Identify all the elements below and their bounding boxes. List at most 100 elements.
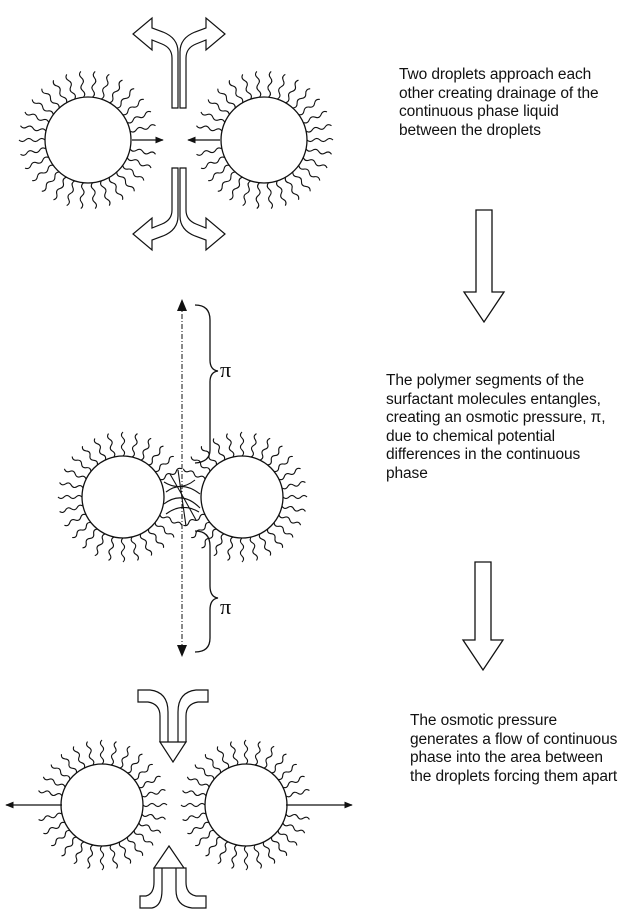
droplet-right-3 [205,764,287,846]
surfactant-chain [80,71,85,97]
surfactant-chain [74,842,84,864]
surfactant-chain [240,432,243,456]
brace-bottom [195,531,218,652]
surfactant-chain [229,80,242,103]
pressure-arrowhead-bottom [177,645,187,657]
surfactant-chain [101,74,109,99]
surfactant-chain [227,434,234,457]
surfactant-chain [205,754,220,773]
surfactant-chain [142,790,165,797]
surfactant-chain [256,183,260,209]
surfactant-chain [108,434,115,457]
surfactant-chain [286,80,299,103]
surfactant-chain [139,823,161,833]
surfactant-chain [232,845,237,868]
surfactant-chain [21,126,46,131]
droplet-left-2 [82,456,164,538]
surfactant-chain [260,438,270,460]
surfactant-chain [197,148,222,155]
surfactant-chain [201,112,225,123]
surfactant-chain [214,534,224,556]
surfactant-chain [67,181,75,206]
surfactant-chain [32,99,53,114]
surfactant-chain [142,814,165,819]
surfactant-chain [43,822,65,833]
surfactant-chain [42,89,59,108]
droplet-right-2 [201,456,283,538]
surfactant-chain [42,172,59,191]
step-arrow-2 [463,562,503,670]
surfactant-chain [250,537,257,560]
surfactant-chain [307,138,333,141]
surfactant-chain [128,837,143,856]
surfactant-chain [242,74,251,99]
surfactant-chain [83,529,98,548]
stage-1 [19,18,333,250]
surfactant-chain [141,438,151,460]
surfactant-chain [195,831,214,846]
surfactant-chain [244,846,247,870]
surfactant-chain [306,149,331,154]
surfactant-chain [283,823,305,833]
surfactant-chain [306,125,331,132]
surfactant-chain [123,165,144,180]
drainage-arrow-up [133,18,225,108]
surfactant-chain [240,538,243,562]
surfactant-chain [256,71,261,97]
surfactant-chain [293,172,310,191]
surfactant-chain [264,746,274,768]
surfactant-chain [120,746,130,768]
surfactant-chain [274,456,293,471]
surfactant-chain [143,803,167,806]
surfactant-chain [278,831,297,846]
surfactant-chain [272,754,287,773]
surfactant-chain [111,742,116,765]
surfactant-chain [61,754,76,773]
surfactant-chain [121,538,124,562]
surfactant-chain [64,514,86,525]
surfactant-chain [140,534,151,556]
surfactant-chain [197,126,222,131]
surfactant-chain [134,764,153,779]
surfactant-chain [282,482,305,489]
surfactant-chain [132,434,137,457]
surfactant-chain [110,80,123,103]
surfactant-chain [183,791,206,796]
surfactant-chain [303,111,327,122]
surfactant-chain [21,148,46,155]
surfactant-chain [149,446,164,465]
surfactant-chain [91,183,96,209]
surfactant-chain [101,181,110,206]
inflow-arrow-bottom [140,846,206,908]
surfactant-chain [259,534,270,556]
surfactant-chain [277,74,285,99]
surfactant-chain [277,181,286,206]
surfactant-chain [187,822,209,833]
surfactant-chain [155,523,174,538]
surfactant-chain [73,746,84,768]
surfactant-chain [155,456,174,471]
surfactant-chain [187,777,209,787]
surfactant-chain [39,791,62,796]
surfactant-chain [19,138,45,141]
surfactant-chain [218,89,235,108]
surfactant-chain [117,89,134,108]
surfactant-chain [58,495,82,498]
surfactant-chain [32,165,53,180]
surfactant-chain [43,777,65,787]
surfactant-chain [279,468,301,479]
surfactant-chain [268,529,283,548]
surfactant-chain [131,537,138,560]
surfactant-chain [299,99,320,114]
surfactant-chain [100,740,103,764]
surfactant-chain [283,495,307,498]
surfactant-chain [72,457,91,472]
surfactant-chain [181,803,205,806]
surfactant-chain [208,165,229,180]
surfactant-chain [127,111,151,122]
surfactant-chain [127,158,151,169]
surfactant-chain [149,529,164,548]
surfactant-chain [285,177,298,200]
stage-3 [6,690,352,908]
surfactant-chain [195,765,214,780]
